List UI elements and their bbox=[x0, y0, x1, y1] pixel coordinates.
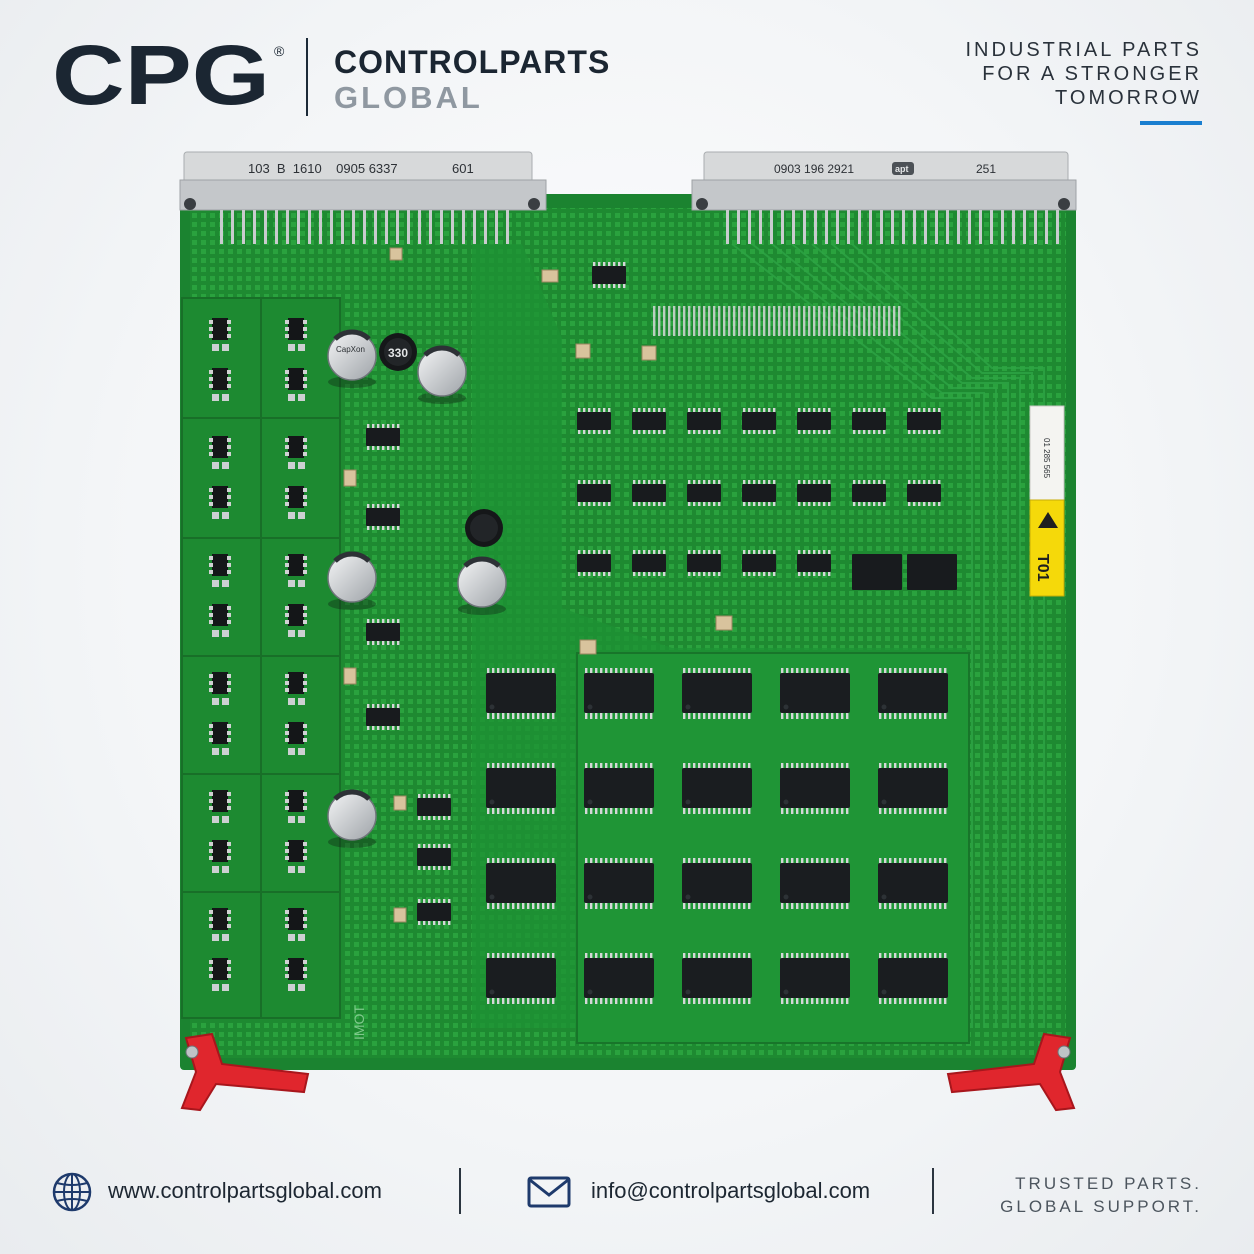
pcb-marking: IMOT bbox=[351, 1005, 367, 1040]
left-connector-suffix: 601 bbox=[452, 161, 474, 176]
side-label-code: 01 285 565 bbox=[1042, 438, 1051, 479]
tagline-line1: INDUSTRIAL PARTS bbox=[965, 39, 1202, 61]
mail-icon bbox=[527, 1176, 571, 1208]
website-link[interactable]: www.controlpartsglobal.com bbox=[108, 1178, 382, 1203]
left-ejector-latch bbox=[180, 1032, 310, 1112]
right-connector-label: 0903 196 2921 bbox=[774, 162, 854, 176]
registered-mark: ® bbox=[274, 43, 285, 59]
email-link[interactable]: info@controlpartsglobal.com bbox=[591, 1178, 871, 1203]
side-sticker-text: T01 bbox=[1034, 554, 1051, 582]
tagline-line3: TOMORROW bbox=[1055, 87, 1202, 109]
right-ejector-latch bbox=[946, 1032, 1076, 1112]
tagline-line2: FOR A STRONGER bbox=[982, 63, 1202, 85]
logo-text: CPG bbox=[52, 40, 270, 110]
capacitor-value-label: 330 bbox=[388, 346, 408, 360]
tagline-accent-bar bbox=[1140, 121, 1202, 125]
circuit-board-image: 103 B 1610 0905 6337 601 0903 196 2921 a… bbox=[179, 151, 1077, 1112]
globe-icon bbox=[52, 1172, 92, 1212]
tagline: INDUSTRIAL PARTS FOR A STRONGER TOMORROW bbox=[965, 38, 1202, 110]
right-connector-mark: apt bbox=[895, 164, 909, 174]
logo-divider bbox=[306, 38, 308, 116]
brand-name-line1: CONTROLPARTS bbox=[334, 44, 611, 80]
cpg-logo: CPG ® bbox=[52, 40, 285, 110]
left-connector-label: 103 B 1610 0905 6337 bbox=[248, 161, 398, 176]
cap-brand-label: CapXon bbox=[336, 345, 365, 354]
brand-name-line2: GLOBAL bbox=[334, 80, 483, 115]
footer-tagline-line2: GLOBAL SUPPORT. bbox=[1000, 1197, 1202, 1216]
footer-divider-2 bbox=[932, 1168, 934, 1214]
footer-divider-1 bbox=[459, 1168, 461, 1214]
right-connector-suffix: 251 bbox=[976, 162, 996, 176]
footer-tagline-line1: TRUSTED PARTS. bbox=[1015, 1174, 1202, 1193]
upper-ic-grid bbox=[577, 262, 957, 590]
footer-tagline: TRUSTED PARTS. GLOBAL SUPPORT. bbox=[1000, 1172, 1202, 1218]
